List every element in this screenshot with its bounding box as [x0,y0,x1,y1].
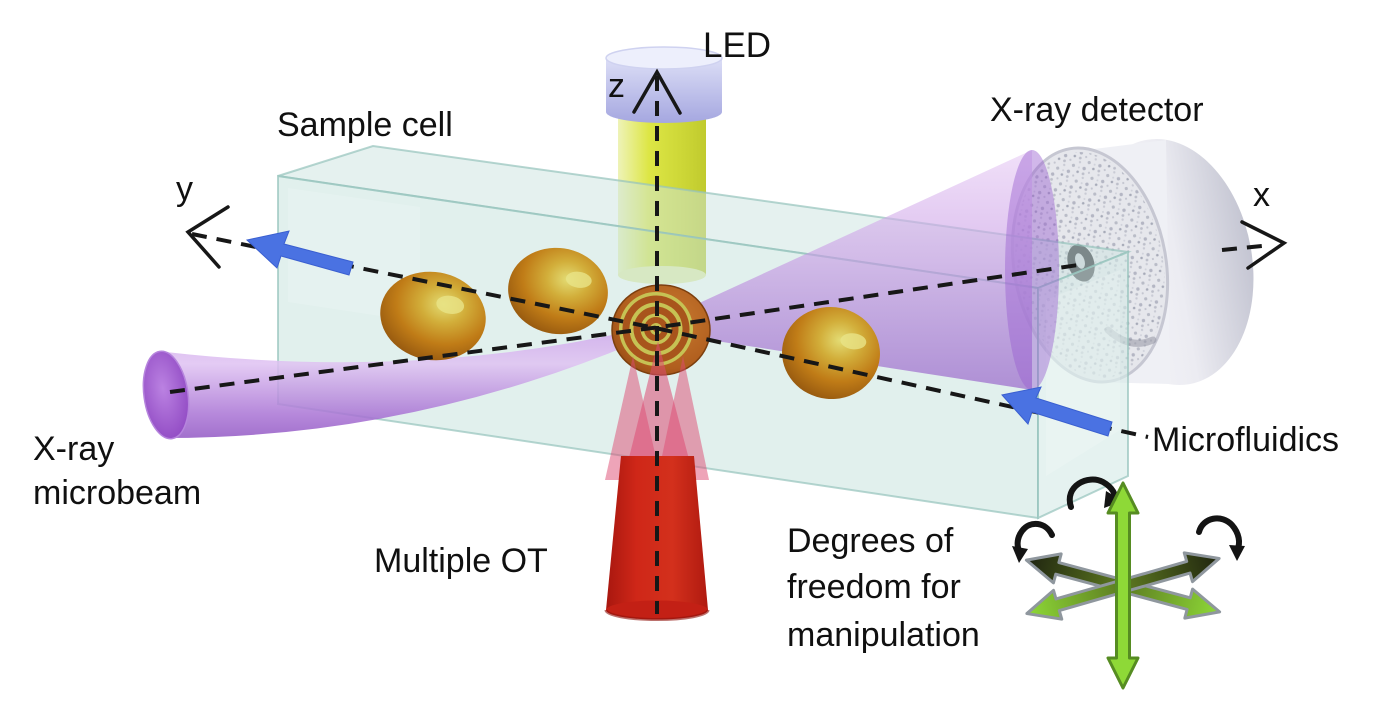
y-axis-arrowhead-icon [185,205,230,269]
text-labels: LED Sample cell X-ray detector y x z X-r… [33,26,1339,654]
z-axis-arrowhead-icon [632,68,682,115]
xray-microbeam-label-line1: X-ray [33,430,114,468]
xray-axis-dashed-line [169,262,1086,394]
flow-arrow-right-icon [1001,386,1113,437]
xray-microbeam-label-line2: microbeam [33,474,201,512]
scatter-cone-cap [1005,150,1059,390]
droplet-2 [508,247,608,335]
droplet-3 [782,306,880,400]
dof-label-line2: freedom for [787,568,961,606]
rotation-arrow-left-head [1012,546,1028,563]
xray-microbeam [142,324,660,440]
led-cap-top [605,46,723,70]
rotation-arrow-top-icon [1066,476,1118,510]
scatter-cone-body [658,150,1032,390]
flow-arrows [245,230,1113,437]
xray-axis-dashed-tail [1221,244,1263,252]
axis-arrowheads [185,68,1288,270]
scattered-xray-cone [658,150,1059,390]
translation-arrow-vertical [1106,481,1140,690]
sample-cell-right-face [1037,250,1129,520]
microbeam-end-cap [142,350,190,440]
xray-detector-label: X-ray detector [990,91,1204,129]
microbeam-body [166,324,660,438]
led-cap-side [606,58,722,123]
microfluidics-label: Microfluidics [1152,421,1339,459]
droplet-1 [380,271,486,361]
x-axis-label: x [1253,176,1270,214]
rotation-arrow-right-icon [1196,515,1243,553]
glass-reflection [288,188,420,322]
led-label: LED [703,26,771,65]
degrees-of-freedom-icon [1012,476,1245,690]
sample-cell-label: Sample cell [277,106,453,144]
multiple-ot-label: Multiple OT [374,542,548,580]
dof-label-line1: Degrees of [787,522,954,560]
rotation-arrow-left-icon [1014,521,1055,555]
flow-arrow-left-icon [245,230,354,276]
rotation-arrow-right-head [1229,545,1245,561]
dof-label-line3: manipulation [787,616,980,654]
y-axis-label: y [176,170,193,208]
ot-cone-bottom-rim [604,609,710,621]
x-axis-arrowhead-icon [1240,220,1288,270]
z-axis-label: z [608,67,625,105]
